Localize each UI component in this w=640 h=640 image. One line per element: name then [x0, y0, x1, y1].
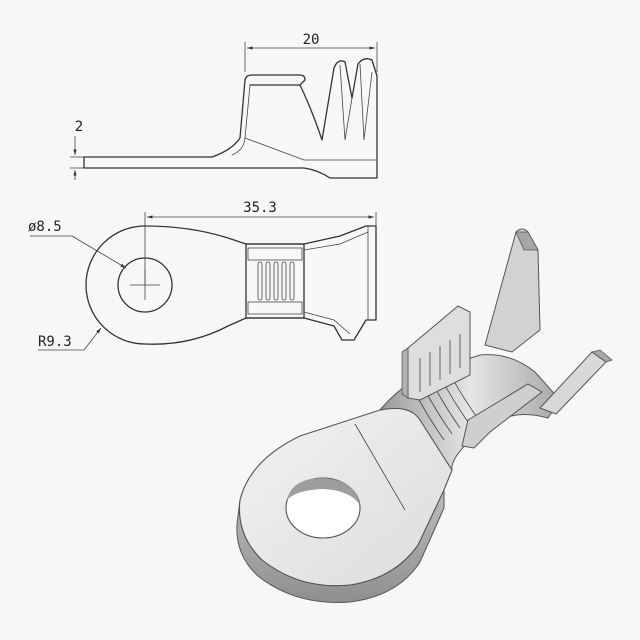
dimension-ring-radius-label: R9.3 [38, 334, 72, 350]
dimension-top-width: 20 [244, 32, 378, 72]
top-view-outline [85, 225, 377, 345]
side-view-outline [83, 58, 378, 179]
dimension-hole-diameter-label: ø8.5 [28, 219, 62, 235]
dimension-top-width-label: 20 [303, 32, 320, 48]
dimension-thickness: 2 [70, 119, 84, 180]
dimension-hole-diameter: ø8.5 [28, 219, 127, 269]
top-view [85, 225, 377, 345]
dimension-thickness-label: 2 [75, 119, 83, 135]
side-view [83, 58, 378, 179]
serration-slots [257, 261, 295, 301]
dimension-length-label: 35.3 [243, 200, 277, 216]
rear-small-tab [539, 351, 607, 415]
isometric-view [236, 228, 613, 603]
rear-insulation-tab [484, 228, 541, 353]
front-crimp-tab-right [461, 383, 543, 449]
dimension-ring-radius: R9.3 [38, 327, 102, 351]
dimension-length: 35.3 [144, 200, 377, 285]
